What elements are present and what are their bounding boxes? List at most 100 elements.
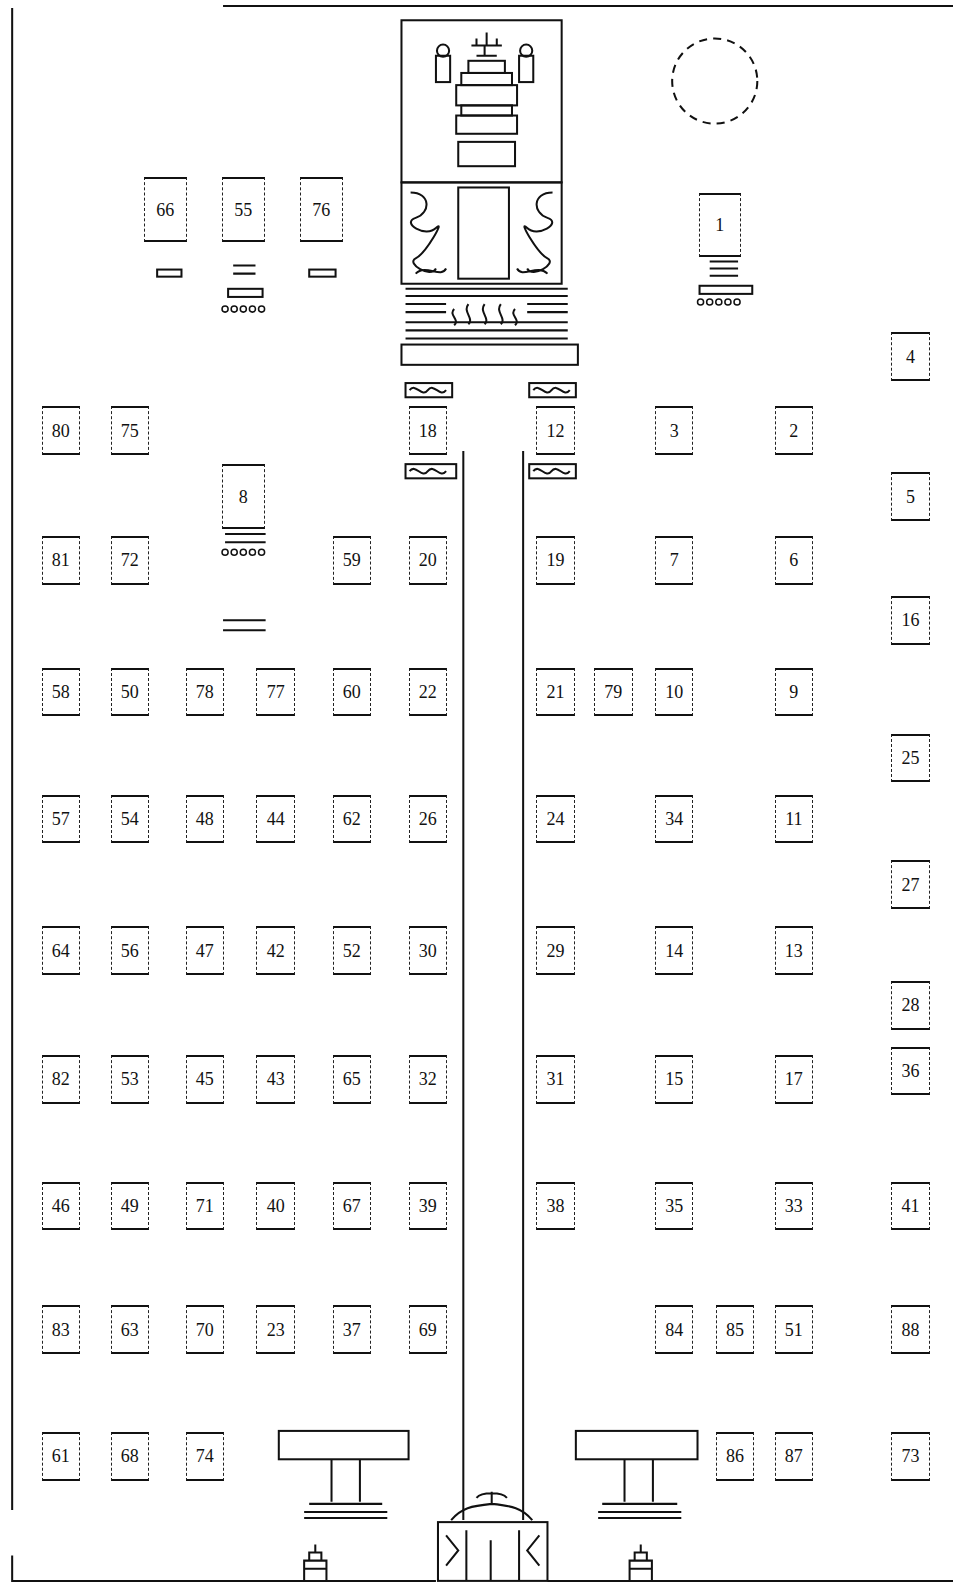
tablet-number: 58	[52, 683, 70, 701]
tablet-number: 36	[901, 1062, 919, 1080]
tablet-number: 77	[267, 683, 285, 701]
tablet-box: 84	[655, 1305, 694, 1354]
tablet-box: 56	[111, 926, 150, 975]
tablet-number: 32	[419, 1070, 437, 1088]
tablet-box: 70	[186, 1305, 225, 1354]
tablet-box: 44	[256, 795, 295, 844]
tablet-number: 84	[665, 1321, 683, 1339]
tablet-number: 85	[726, 1321, 744, 1339]
tablet-number: 55	[234, 201, 252, 219]
tablet-number: 29	[547, 942, 565, 960]
tablet-number: 25	[901, 749, 919, 767]
tablet-box: 65	[333, 1055, 372, 1104]
tablet-number: 27	[901, 876, 919, 894]
tablet-box: 58	[42, 668, 81, 717]
tablet-box: 13	[775, 926, 814, 975]
tablet-number: 10	[665, 683, 683, 701]
tablet-box: 33	[775, 1182, 814, 1231]
tablet-number: 13	[785, 942, 803, 960]
tablet-number: 52	[343, 942, 361, 960]
tablet-number: 57	[52, 810, 70, 828]
tablet-box: 6	[775, 536, 814, 585]
tablet-box: 24	[536, 795, 575, 844]
tablet-number: 19	[547, 551, 565, 569]
tablet-number: 81	[52, 551, 70, 569]
tablet-number: 50	[121, 683, 139, 701]
tablet-box: 29	[536, 926, 575, 975]
tablet-number: 14	[665, 942, 683, 960]
tablet-number: 82	[52, 1070, 70, 1088]
tablet-box: 63	[111, 1305, 150, 1354]
tablet-number: 74	[196, 1447, 214, 1465]
tablet-number: 1	[715, 216, 724, 234]
tablet-box: 10	[655, 668, 694, 717]
tablet-box: 66	[144, 177, 187, 242]
tablet-number: 67	[343, 1197, 361, 1215]
tablet-box: 16	[891, 596, 930, 645]
tablet-number: 39	[419, 1197, 437, 1215]
tablet-box: 61	[42, 1432, 81, 1481]
tablet-number: 76	[312, 201, 330, 219]
tablet-number: 54	[121, 810, 139, 828]
tablet-number: 20	[419, 551, 437, 569]
tablet-number: 60	[343, 683, 361, 701]
tablet-number: 61	[52, 1447, 70, 1465]
tablet-number: 9	[789, 683, 798, 701]
tablet-number: 48	[196, 810, 214, 828]
tablet-box: 40	[256, 1182, 295, 1231]
tablet-number: 18	[419, 422, 437, 440]
tablet-number: 37	[343, 1321, 361, 1339]
tablet-number: 66	[156, 201, 174, 219]
tablet-box: 17	[775, 1055, 814, 1104]
tablet-number: 26	[419, 810, 437, 828]
tablet-box: 48	[186, 795, 225, 844]
tablet-number: 86	[726, 1447, 744, 1465]
tablet-number: 80	[52, 422, 70, 440]
tablet-number: 15	[665, 1070, 683, 1088]
tablet-box: 20	[409, 536, 448, 585]
tablet-box: 2	[775, 406, 814, 455]
tablet-box: 8	[222, 464, 265, 529]
tablet-number: 59	[343, 551, 361, 569]
tablet-box: 69	[409, 1305, 448, 1354]
tablet-box: 15	[655, 1055, 694, 1104]
tablet-box: 87	[775, 1432, 814, 1481]
tablet-box: 50	[111, 668, 150, 717]
tablet-number: 21	[547, 683, 565, 701]
tablet-box: 45	[186, 1055, 225, 1104]
tablet-box: 18	[409, 406, 448, 455]
tablet-box: 12	[536, 406, 575, 455]
tablet-number: 72	[121, 551, 139, 569]
tablet-number: 53	[121, 1070, 139, 1088]
tablet-number: 69	[419, 1321, 437, 1339]
tablet-number: 12	[547, 422, 565, 440]
tablet-box: 30	[409, 926, 448, 975]
tablet-box: 1	[699, 193, 742, 258]
tablet-number: 8	[239, 488, 248, 506]
tablet-box: 42	[256, 926, 295, 975]
tablet-box: 46	[42, 1182, 81, 1231]
tablet-box: 3	[655, 406, 694, 455]
tablet-number: 3	[670, 422, 679, 440]
tablet-number: 73	[901, 1447, 919, 1465]
tablet-number: 30	[419, 942, 437, 960]
tablet-number: 70	[196, 1321, 214, 1339]
tablet-box: 78	[186, 668, 225, 717]
tablet-number: 65	[343, 1070, 361, 1088]
tablet-number: 24	[547, 810, 565, 828]
tablet-box: 52	[333, 926, 372, 975]
tablet-box: 28	[891, 981, 930, 1030]
tablet-number: 87	[785, 1447, 803, 1465]
tablet-number: 75	[121, 422, 139, 440]
tablet-box: 81	[42, 536, 81, 585]
tablet-number: 88	[901, 1321, 919, 1339]
tablet-box: 88	[891, 1305, 930, 1354]
tablet-box: 21	[536, 668, 575, 717]
tablet-box: 82	[42, 1055, 81, 1104]
tablet-box: 51	[775, 1305, 814, 1354]
tablet-number: 17	[785, 1070, 803, 1088]
tablet-number: 22	[419, 683, 437, 701]
tablet-box: 68	[111, 1432, 150, 1481]
tablet-number: 44	[267, 810, 285, 828]
